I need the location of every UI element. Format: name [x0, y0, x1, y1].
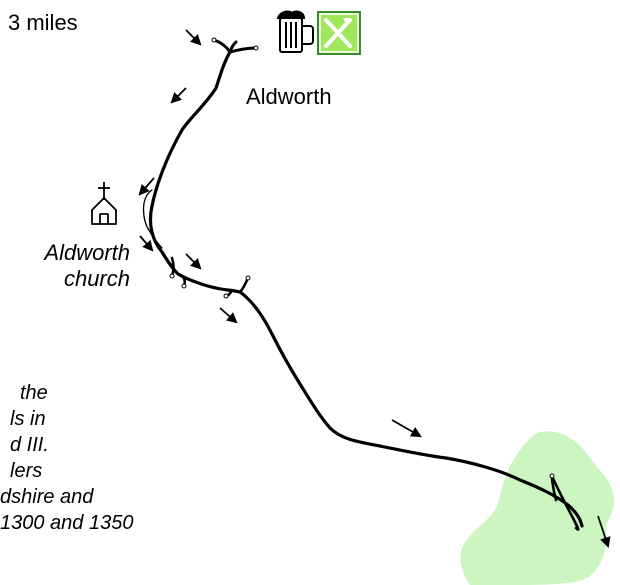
beer-mug-icon [276, 10, 314, 53]
distance-label: 3 miles [8, 10, 78, 35]
arrow-2 [170, 87, 187, 104]
direction-arrows [138, 29, 611, 549]
note-line: lers [10, 460, 43, 482]
history-note: the ls in d III. lers dshire and 1300 an… [0, 380, 200, 536]
fork-knife-icon [317, 11, 361, 55]
arrow-5 [185, 253, 202, 270]
note-line: dshire and [0, 486, 94, 508]
church-label: Aldworth church [20, 240, 130, 292]
route-nodes [169, 37, 555, 479]
town-label-aldworth: Aldworth [246, 84, 332, 109]
arrow-3 [138, 177, 155, 196]
note-line: ls in [10, 408, 46, 430]
church-label-line-2: church [63, 266, 130, 291]
arrow-7 [391, 419, 422, 438]
woodland-area [460, 431, 615, 585]
church-icon [91, 182, 117, 225]
note-line: 1300 and 1350 [0, 512, 134, 534]
note-line: d III. [10, 434, 49, 456]
arrow-6 [219, 307, 238, 324]
arrow-8 [597, 515, 611, 549]
arrow-4 [139, 235, 154, 252]
note-line: the [20, 382, 48, 404]
church-label-line-1: Aldworth [44, 240, 130, 265]
arrow-1 [185, 29, 202, 46]
route-line [142, 38, 584, 531]
